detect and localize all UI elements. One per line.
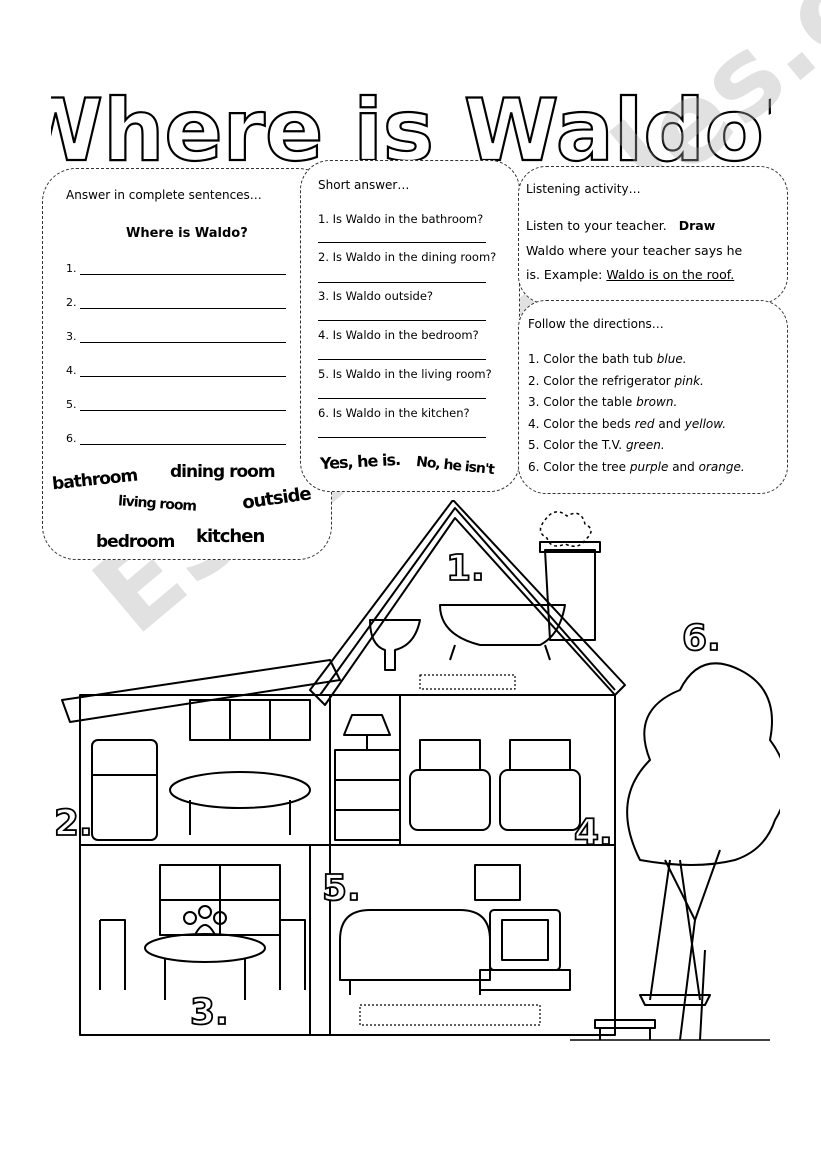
house-number-dining-room: 2. bbox=[53, 802, 94, 845]
direction-text: 4. Color the beds bbox=[528, 416, 635, 431]
direction-text: 1. Color the bath tub bbox=[528, 352, 657, 366]
listening-line-1-text: Listen to your teacher. bbox=[526, 218, 667, 233]
direction-text: 2. Color the refrigerator bbox=[528, 373, 675, 388]
listening-line-3: is. Example: Waldo is on the roof. bbox=[526, 267, 734, 282]
direction-color: pink. bbox=[674, 373, 704, 388]
listening-line-3-prefix: is. Example: bbox=[526, 267, 607, 282]
direction-color: red bbox=[634, 416, 655, 431]
answer-line[interactable] bbox=[80, 330, 286, 343]
answer-line[interactable] bbox=[80, 398, 286, 411]
short-question: 3. Is Waldo outside? bbox=[318, 289, 434, 303]
house-number-bedroom: 4. bbox=[573, 811, 614, 854]
word-bank-item: dining room bbox=[170, 462, 276, 482]
direction-text: and bbox=[668, 459, 699, 474]
word-bank-item: bedroom bbox=[96, 532, 175, 552]
listening-line-2: Waldo where your teacher says he bbox=[526, 243, 743, 258]
listening-heading: Listening activity… bbox=[526, 182, 641, 196]
short-question: 5. Is Waldo in the living room? bbox=[318, 367, 492, 381]
listening-line-1: Listen to your teacher. Draw bbox=[526, 218, 715, 233]
page-title-text: Where is Waldo? bbox=[51, 81, 771, 178]
direction-item: 6. Color the tree purple and orange. bbox=[528, 460, 745, 474]
short-answer-box bbox=[300, 160, 520, 492]
answer-box-heading: Answer in complete sentences… bbox=[66, 188, 262, 202]
house-number-living-room: 5. bbox=[321, 867, 362, 910]
direction-color: orange. bbox=[698, 459, 745, 474]
direction-color: green. bbox=[625, 438, 665, 452]
short-question: 6. Is Waldo in the kitchen? bbox=[318, 406, 470, 420]
direction-color: brown. bbox=[636, 395, 678, 409]
answer-number: 5. bbox=[66, 398, 77, 411]
answer-line[interactable] bbox=[80, 262, 286, 275]
direction-text: 3. Color the table bbox=[528, 395, 637, 409]
draw-word: Draw bbox=[678, 218, 716, 233]
answer-line[interactable] bbox=[80, 296, 286, 309]
answer-number: 2. bbox=[66, 296, 77, 309]
short-question: 4. Is Waldo in the bedroom? bbox=[318, 328, 479, 342]
short-question: 1. Is Waldo in the bathroom? bbox=[318, 212, 484, 226]
short-answer-line[interactable] bbox=[318, 230, 486, 243]
direction-item: 5. Color the T.V. green. bbox=[528, 438, 665, 452]
direction-color: yellow. bbox=[684, 416, 727, 431]
short-answer-line[interactable] bbox=[318, 425, 486, 438]
answer-number: 4. bbox=[66, 364, 77, 377]
house-number-kitchen-area: 3. bbox=[189, 991, 230, 1034]
answer-number: 6. bbox=[66, 432, 77, 445]
listening-example: Waldo is on the roof. bbox=[606, 267, 735, 282]
short-answer-line[interactable] bbox=[318, 386, 486, 399]
word-bank-item: kitchen bbox=[196, 526, 265, 547]
direction-color: purple bbox=[629, 459, 669, 474]
direction-text: 6. Color the tree bbox=[528, 459, 630, 474]
house-illustration bbox=[61, 500, 780, 1041]
direction-color: blue. bbox=[656, 352, 687, 366]
direction-item: 4. Color the beds red and yellow. bbox=[528, 417, 726, 431]
short-answer-line[interactable] bbox=[318, 308, 486, 321]
direction-item: 1. Color the bath tub blue. bbox=[528, 352, 687, 366]
direction-item: 2. Color the refrigerator pink. bbox=[528, 374, 704, 388]
answer-box bbox=[42, 168, 332, 560]
short-answer-heading: Short answer… bbox=[318, 178, 410, 192]
short-answer-line[interactable] bbox=[318, 347, 486, 360]
directions-box bbox=[518, 300, 788, 494]
direction-text: 5. Color the T.V. bbox=[528, 438, 626, 452]
answer-line[interactable] bbox=[80, 432, 286, 445]
directions-heading: Follow the directions… bbox=[528, 317, 664, 331]
answer-line[interactable] bbox=[80, 364, 286, 377]
answer-number: 1. bbox=[66, 262, 77, 275]
page-title: Where is Waldo? bbox=[0, 78, 821, 178]
answer-number: 3. bbox=[66, 330, 77, 343]
short-answer-line[interactable] bbox=[318, 270, 486, 283]
short-question: 2. Is Waldo in the dining room? bbox=[318, 250, 497, 264]
house-number-outside: 6. bbox=[681, 617, 722, 660]
direction-item: 3. Color the table brown. bbox=[528, 395, 677, 409]
answer-box-question: Where is Waldo? bbox=[126, 226, 248, 241]
house-number-bathroom: 1. bbox=[445, 547, 486, 590]
direction-text: and bbox=[654, 416, 685, 431]
